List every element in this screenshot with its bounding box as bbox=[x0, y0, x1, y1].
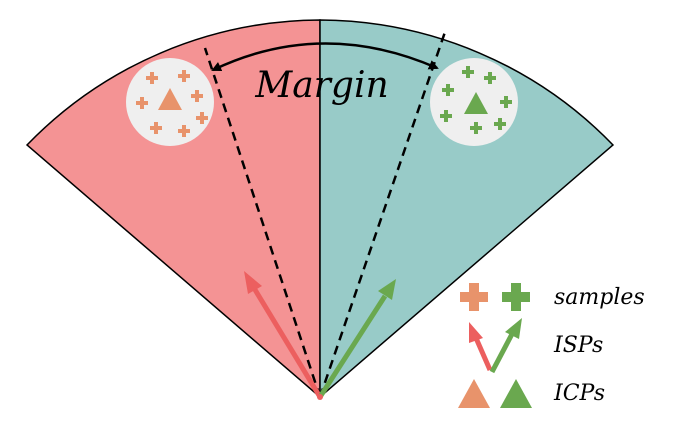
legend-orange-plus-icon bbox=[460, 283, 488, 311]
legend-red-arrow-icon bbox=[469, 322, 493, 372]
sample-plus bbox=[191, 90, 203, 102]
margin-arc-arrow bbox=[211, 42, 439, 72]
sample-plus bbox=[494, 118, 506, 130]
sample-plus bbox=[178, 125, 190, 137]
legend-samples-label: samples bbox=[554, 285, 645, 310]
sample-plus bbox=[462, 66, 474, 78]
left-dashed-boundary bbox=[203, 47, 322, 398]
sample-plus bbox=[136, 97, 148, 109]
sample-plus bbox=[146, 72, 158, 84]
sample-plus bbox=[442, 84, 454, 96]
left-sector bbox=[25, 19, 321, 399]
legend-green-arrow-icon bbox=[489, 318, 522, 374]
sample-plus bbox=[196, 112, 208, 124]
margin-label: Margin bbox=[254, 65, 388, 106]
left-cluster bbox=[126, 58, 214, 146]
sample-plus bbox=[150, 122, 162, 134]
legend-isps-label: ISPs bbox=[553, 333, 603, 358]
left-cluster-samples bbox=[136, 70, 208, 137]
legend-green-triangle-icon bbox=[500, 379, 532, 408]
legend-green-plus-icon bbox=[502, 283, 530, 311]
sample-plus bbox=[470, 122, 482, 134]
legend: samples ISPs ICPs bbox=[458, 283, 645, 408]
right-dashed-boundary bbox=[318, 31, 447, 398]
right-sector bbox=[319, 19, 615, 399]
left-cluster-prototype-triangle bbox=[158, 88, 182, 110]
sample-plus bbox=[500, 96, 512, 108]
legend-orange-triangle-icon bbox=[458, 379, 490, 408]
right-prototype-arrow bbox=[317, 279, 396, 399]
right-cluster-samples bbox=[440, 66, 512, 134]
legend-icps-label: ICPs bbox=[553, 381, 605, 406]
origin-point bbox=[317, 394, 323, 400]
right-cluster-prototype-triangle bbox=[464, 92, 488, 114]
right-cluster bbox=[430, 58, 518, 146]
sample-plus bbox=[484, 72, 496, 84]
sample-plus bbox=[178, 70, 190, 82]
sample-plus bbox=[440, 110, 452, 122]
left-prototype-arrow bbox=[244, 271, 323, 399]
